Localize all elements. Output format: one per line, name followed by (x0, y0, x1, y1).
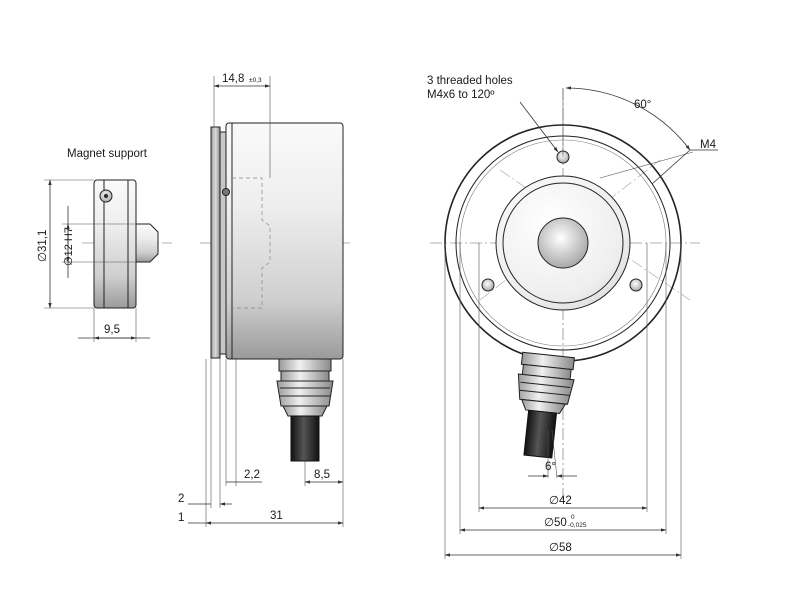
angle-6-label: 6° (545, 461, 556, 473)
magnet-support-view: Magnet support ∅31,1 ∅12 H7 9,5 (37, 148, 172, 342)
cable-gland-nut (278, 358, 332, 372)
dim-d12-h7: ∅12 H7 (63, 227, 75, 266)
dim-d31-1: ∅31,1 (37, 230, 49, 262)
dim-31: 31 (270, 510, 283, 522)
dim-d50-tol-upper: 0 (571, 514, 575, 521)
dim-1: 1 (178, 512, 184, 524)
angle-60-label: 60° (634, 99, 651, 111)
magnet-support-body (93, 179, 137, 309)
threaded-holes-label: 3 threaded holes (427, 75, 513, 87)
encoder-front-view: 6° 3 threaded holes M4x6 to 120º 60° M4 … (427, 75, 718, 559)
dim-d58: ∅58 (549, 542, 572, 554)
magnet-pin (135, 223, 159, 263)
threaded-holes-spec: M4x6 to 120º (427, 89, 495, 101)
dim-14-8-tol: ±0,3 (249, 77, 262, 84)
dim-d50-tol-lower: -0,025 (568, 522, 587, 529)
dim-14-8: 14,8 (222, 73, 244, 85)
encoder-body (225, 122, 344, 360)
encoder-side-view: 14,8 ±0,3 2,2 8,5 2 1 31 (178, 73, 350, 527)
threaded-hole-right (629, 278, 643, 292)
dim-2: 2 (178, 493, 184, 505)
encoder-flange (210, 126, 221, 359)
threaded-hole-left (481, 278, 495, 292)
dim-d42: ∅42 (549, 495, 572, 507)
m4-label: M4 (700, 139, 717, 151)
dim-8-5: 8,5 (314, 469, 330, 481)
dim-2-2: 2,2 (244, 469, 260, 481)
front-cable (523, 409, 558, 459)
dim-d50: ∅50 (544, 517, 567, 529)
dim-9-5: 9,5 (104, 324, 120, 336)
magnet-support-label: Magnet support (67, 148, 148, 160)
cable (290, 415, 320, 462)
shaft-bore (537, 217, 589, 269)
